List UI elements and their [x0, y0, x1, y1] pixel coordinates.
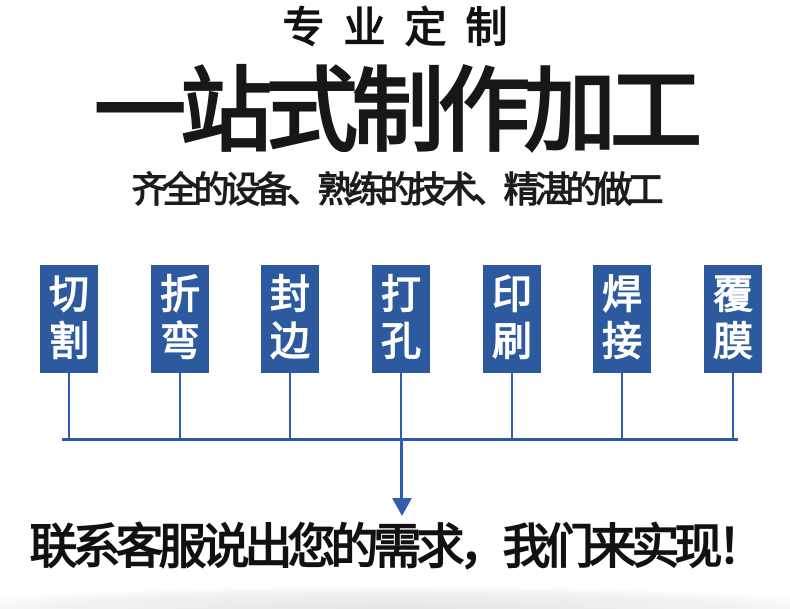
kicker-text: 专业定制	[282, 4, 527, 51]
connector-line	[289, 373, 291, 440]
page-title: 一站式制作加工	[93, 61, 702, 163]
process-label: 焊接	[602, 273, 642, 364]
process-label: 切割	[49, 273, 89, 364]
process-box-punching: 打孔	[372, 265, 430, 373]
bottom-shadow	[0, 587, 790, 609]
process-box-laminating: 覆膜	[704, 265, 762, 373]
process-box-bending: 折弯	[151, 265, 209, 373]
subtitle-text: 齐全的设备、熟练的技术、精湛的做工	[131, 169, 663, 210]
process-box-printing: 印刷	[483, 265, 541, 373]
connector-line	[400, 373, 402, 440]
process-label: 打孔	[381, 273, 421, 364]
process-label: 覆膜	[713, 273, 753, 364]
connector-line	[511, 373, 513, 440]
cta-text: 联系客服说出您的需求，我们来实现！	[29, 521, 765, 574]
down-arrow-shaft	[400, 438, 403, 500]
connector-line	[68, 373, 70, 440]
process-label: 折弯	[160, 273, 200, 364]
process-box-welding: 焊接	[593, 265, 651, 373]
connector-line	[179, 373, 181, 440]
down-arrow-icon	[392, 498, 412, 516]
connector-line	[732, 373, 734, 440]
process-label: 封边	[270, 273, 310, 364]
connector-line	[621, 373, 623, 440]
process-box-edge-sealing: 封边	[261, 265, 319, 373]
process-box-cutting: 切割	[40, 265, 98, 373]
process-label: 印刷	[492, 273, 532, 364]
